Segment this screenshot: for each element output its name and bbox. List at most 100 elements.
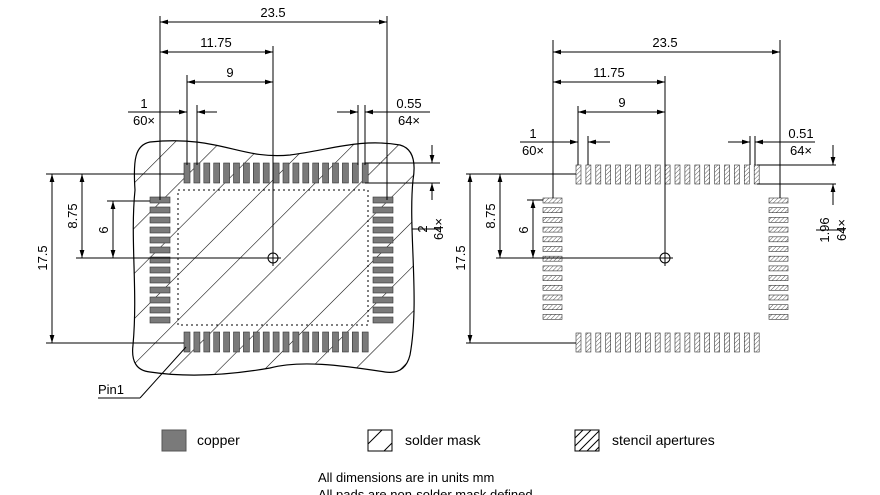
dim-total-width: 23.5	[260, 5, 285, 20]
stencil-aperture	[654, 332, 661, 353]
stencil-aperture	[605, 332, 612, 353]
stencil-aperture	[615, 164, 621, 185]
copper-pad	[292, 331, 300, 353]
stencil-aperture	[768, 314, 789, 320]
copper-pad	[149, 226, 171, 234]
dim-inner-height: 6	[516, 226, 531, 233]
copper-pad	[302, 331, 310, 353]
copper-pad	[351, 162, 359, 184]
stencil-aperture	[674, 332, 681, 353]
copper-pad	[213, 162, 220, 184]
copper-pad	[149, 216, 171, 224]
dim-pitch: 1	[140, 96, 147, 111]
copper-pad	[243, 331, 250, 353]
copper-pad	[149, 276, 171, 284]
copper-pad	[223, 331, 230, 353]
stencil-aperture	[542, 265, 563, 272]
dim-pitch-count: 60×	[133, 113, 155, 128]
stencil-aperture	[542, 284, 563, 291]
copper-pad	[342, 162, 349, 184]
stencil-aperture	[753, 332, 760, 353]
stencil-aperture	[542, 246, 563, 252]
copper-pad	[149, 266, 171, 274]
copper-pad	[149, 306, 171, 314]
stencil-aperture	[714, 332, 720, 353]
stencil-aperture	[542, 197, 563, 204]
left-view: 23.5 11.75 9 1 60× 0.55 64× 2 64× 17.5 8…	[35, 5, 446, 399]
stencil-aperture	[753, 164, 760, 185]
stencil-aperture	[768, 284, 789, 291]
copper-pad	[372, 296, 394, 304]
stencil-aperture	[714, 164, 720, 185]
copper-pad	[372, 306, 394, 314]
copper-pad	[361, 162, 369, 184]
stencil-aperture	[734, 164, 740, 185]
stencil-aperture	[542, 207, 563, 213]
copper-pad	[372, 316, 394, 324]
copper-pad	[372, 206, 394, 214]
copper-pad	[322, 331, 329, 353]
dim-half-height: 8.75	[65, 203, 80, 228]
stencil-aperture	[694, 164, 701, 185]
copper-pad	[372, 276, 394, 284]
stencil-aperture	[575, 164, 582, 185]
copper-pad	[149, 316, 171, 324]
stencil-aperture	[542, 255, 563, 262]
stencil-aperture	[542, 226, 563, 233]
stencil-aperture	[674, 164, 681, 185]
copper-pad	[332, 331, 339, 353]
copper-pad	[372, 196, 394, 204]
stencil-aperture	[724, 164, 730, 185]
stencil-aperture	[694, 332, 701, 353]
dim-inner: 9	[226, 65, 233, 80]
stencil-aperture	[768, 294, 789, 301]
stencil-aperture	[605, 164, 612, 185]
stencil-aperture	[664, 332, 671, 353]
dim-pitch: 1	[529, 126, 536, 141]
stencil-aperture	[704, 332, 711, 353]
stencil-aperture	[768, 246, 789, 252]
stencil-swatch-icon	[574, 429, 600, 452]
copper-pad	[292, 162, 300, 184]
copper-pad	[282, 331, 290, 353]
copper-pad	[312, 162, 320, 184]
stencil-aperture	[542, 304, 563, 311]
copper-pad	[372, 216, 394, 224]
dim-inner-height: 6	[96, 226, 111, 233]
stencil-aperture	[542, 294, 563, 301]
stencil-aperture	[768, 226, 789, 233]
dim-half-height: 8.75	[483, 203, 498, 228]
right-view: 23.5 11.75 9 1 60× 0.51 64× 1.96 64× 17.…	[453, 35, 849, 353]
stencil-aperture	[724, 332, 730, 353]
copper-pad	[272, 162, 280, 184]
stencil-aperture	[654, 164, 661, 185]
copper-pad	[183, 162, 191, 184]
copper-pad	[233, 162, 240, 184]
copper-pad	[149, 236, 171, 244]
dim-pad-length-count: 64×	[431, 218, 446, 240]
copper-pad	[253, 162, 260, 184]
stencil-aperture	[768, 304, 789, 311]
stencil-aperture	[743, 332, 750, 353]
copper-pad	[372, 256, 394, 264]
stencil-aperture	[768, 217, 789, 223]
copper-pad	[193, 331, 201, 353]
dim-inner: 9	[618, 95, 625, 110]
stencil-aperture	[635, 332, 641, 353]
dim-total-height: 17.5	[35, 245, 50, 270]
copper-pad	[351, 331, 359, 353]
copper-pad	[253, 331, 260, 353]
copper-pad	[233, 331, 240, 353]
dim-half-width: 11.75	[593, 65, 625, 80]
solder-mask-swatch-icon	[367, 429, 393, 452]
stencil-aperture	[734, 332, 740, 353]
copper-pad	[372, 286, 394, 294]
stencil-aperture	[743, 164, 750, 185]
dim-total-height: 17.5	[453, 245, 468, 270]
pin1-label: Pin1	[98, 382, 124, 397]
stencil-aperture	[585, 332, 592, 353]
dim-total-width: 23.5	[652, 35, 677, 50]
stencil-aperture	[575, 332, 582, 353]
copper-pad	[361, 331, 369, 353]
